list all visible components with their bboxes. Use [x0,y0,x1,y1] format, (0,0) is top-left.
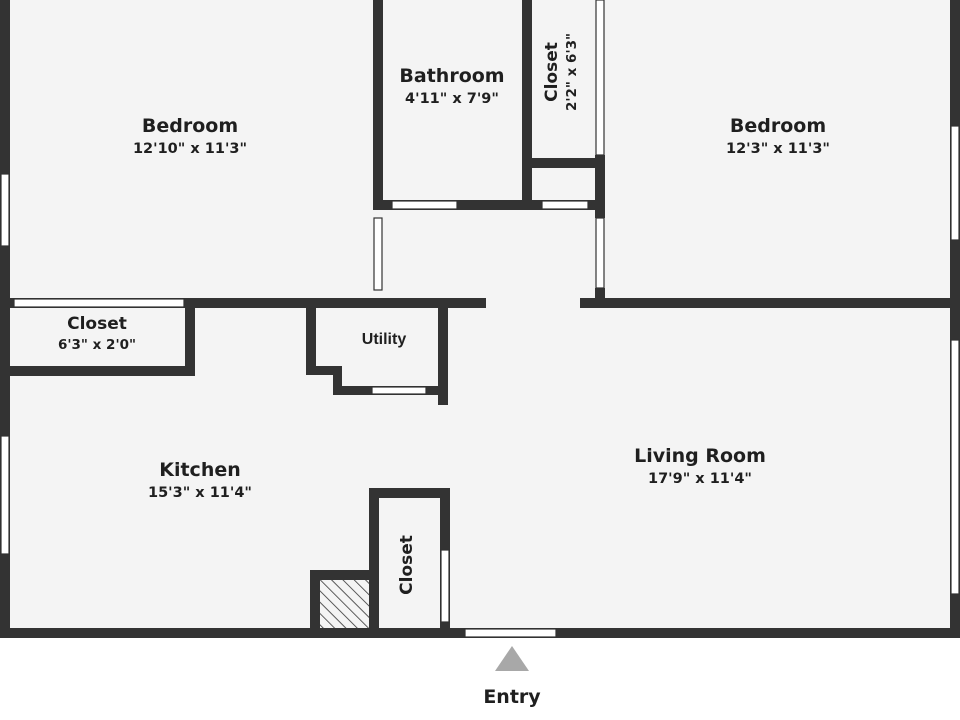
room-dims: 17'9" x 11'4" [648,470,752,487]
window-closet-bottom [541,200,589,210]
room-label-kitchen: Kitchen 15'3" x 11'4" [100,459,300,502]
room-name: Bedroom [729,115,827,137]
triangle-up-icon [495,646,529,671]
wall-closet-bottom-left [369,488,379,634]
wall-bedroom-bath [373,0,383,210]
wall-right-outer [950,0,960,636]
room-name: Closet [67,314,127,334]
wall-utility-step-h [306,366,342,375]
room-label-closet-bottom: Closet [397,515,422,615]
room-label-bathroom: Bathroom 4'11" x 7'9" [372,65,532,108]
room-dims: 12'3" x 11'3" [726,140,830,157]
wall-bath-bottom [373,200,603,210]
floor-area [0,0,960,636]
window-bath-hall [373,217,383,291]
room-dims: 2'2" x 6'3" [563,33,580,112]
window-left-top [0,173,10,247]
window-closet-left-top [13,298,185,308]
chimney-hatch [320,580,369,628]
wall-utility-left [306,303,316,375]
wall-bath-closet [522,0,532,200]
wall-mid-left [0,298,486,308]
wall-closet-left-right [185,303,195,375]
window-bath-bottom [391,200,458,210]
room-name: Closet [542,42,562,102]
window-utility-bottom [371,386,427,395]
windows [0,0,960,638]
wall-utility-right [438,303,448,405]
wall-chimney-top [310,570,372,580]
entry-door-opening [464,628,557,638]
entry-label: Entry [483,686,541,708]
window-bedroom-right-door [595,217,605,289]
wall-closet-bottom [522,158,602,168]
room-name: Closet [397,535,417,595]
window-closet-top-right [595,0,605,156]
room-dims: 15'3" x 11'4" [148,484,252,501]
window-right-living [950,339,960,595]
room-label-bedroom-right: Bedroom 12'3" x 11'3" [678,115,878,158]
window-right-top [950,125,960,241]
wall-closet-left-bottom [0,366,195,376]
room-name: Bathroom [399,65,505,87]
wall-closet-right [595,155,605,218]
room-dims: 6'3" x 2'0" [57,336,136,353]
room-name: Kitchen [159,459,241,481]
window-closet-bottom-right [440,549,450,623]
wall-chimney-left [310,570,320,634]
room-dims: 12'10" x 11'3" [132,140,248,157]
wall-left-outer [0,0,10,636]
wall-utility-step-v [333,366,342,395]
wall-closet-bottom-top [369,488,449,498]
room-label-closet-left: Closet 6'3" x 2'0" [27,314,167,353]
room-dims: 4'11" x 7'9" [405,90,499,107]
window-left-kitchen [0,435,10,555]
room-label-living-room: Living Room 17'9" x 11'4" [600,445,800,488]
room-label-bedroom-left: Bedroom 12'10" x 11'3" [90,115,290,158]
room-label-utility: Utility [361,331,407,348]
room-label-closet-top: Closet 2'2" x 6'3" [542,12,583,132]
wall-mid-right [580,298,960,308]
room-name: Living Room [634,445,766,467]
room-name: Bedroom [141,115,239,137]
